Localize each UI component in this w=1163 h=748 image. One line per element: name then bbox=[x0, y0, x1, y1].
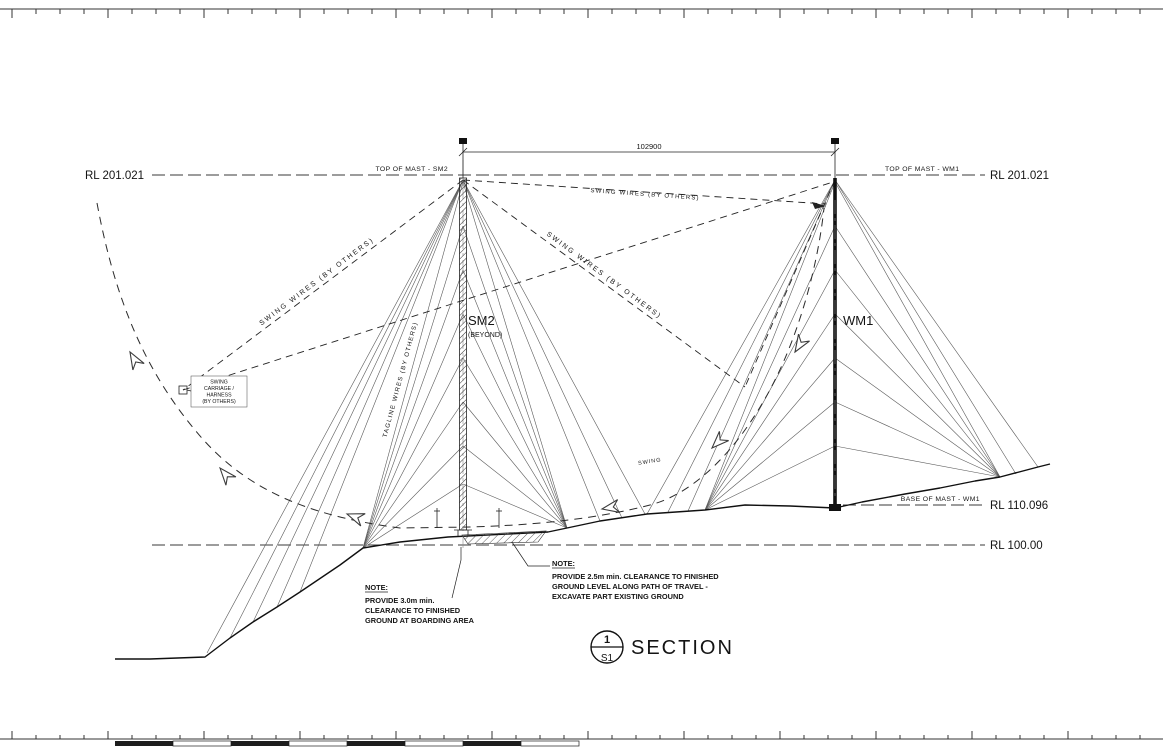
ground-profile bbox=[115, 463, 1051, 660]
swing-wire-arrowhead bbox=[812, 202, 826, 209]
note2-line1: PROVIDE 2.5m min. CLEARANCE TO FINISHED bbox=[552, 572, 719, 581]
arrow-icon bbox=[706, 430, 730, 454]
rl-201-left-label: RL 201.021 bbox=[85, 170, 144, 182]
section-title: 1 S1 SECTION bbox=[590, 630, 734, 664]
swing-wires-left-label: SWING WIRES (BY OTHERS) bbox=[258, 236, 375, 327]
detail-sheet-ref: S1 bbox=[601, 653, 614, 664]
note2-line2: GROUND LEVEL ALONG PATH OF TRAVEL - bbox=[552, 582, 708, 591]
rl-110-label: RL 110.096 bbox=[990, 500, 1048, 512]
mast-sm2: SM2 (BEYOND) bbox=[434, 138, 502, 548]
carriage-label-line2: CARRIAGE / bbox=[204, 386, 235, 392]
excavation-hatch bbox=[461, 530, 547, 545]
sm2-label: SM2 bbox=[468, 313, 495, 328]
wm1-label: WM1 bbox=[843, 313, 873, 328]
sheet-ruler-bottom bbox=[0, 731, 1163, 747]
swing-wires-right-label: SWING WIRES (BY OTHERS) bbox=[545, 231, 663, 321]
swing-wires bbox=[178, 179, 836, 395]
mast-wm1: WM1 bbox=[829, 138, 873, 511]
note1-line3: GROUND AT BOARDING AREA bbox=[365, 616, 475, 625]
arrow-icon bbox=[788, 333, 811, 356]
note2-heading: NOTE: bbox=[552, 559, 575, 568]
sm2-sublabel: (BEYOND) bbox=[468, 332, 502, 339]
note2-line3: EXCAVATE PART EXISTING GROUND bbox=[552, 592, 684, 601]
note-2: NOTE: PROVIDE 2.5m min. CLEARANCE TO FIN… bbox=[511, 541, 719, 601]
swing-path-arc bbox=[96, 202, 825, 529]
carriage-label-line1: SWING bbox=[210, 380, 228, 386]
base-of-mast-wm1-label: BASE OF MAST - WM1 bbox=[901, 496, 980, 503]
rl-100-label: RL 100.00 bbox=[990, 540, 1043, 552]
top-of-mast-wm1-label: TOP OF MAST - WM1 bbox=[885, 166, 959, 173]
arrow-icon bbox=[214, 463, 237, 486]
arrow-icon bbox=[123, 348, 145, 371]
sm2-top-flag-icon bbox=[459, 138, 467, 144]
section-title-text: SECTION bbox=[631, 637, 734, 659]
note1-line2: CLEARANCE TO FINISHED bbox=[365, 606, 461, 615]
carriage-label-line3: HARNESS bbox=[206, 393, 232, 399]
detail-number: 1 bbox=[604, 634, 610, 646]
top-of-mast-sm2-label: TOP OF MAST - SM2 bbox=[375, 166, 448, 173]
note1-heading: NOTE: bbox=[365, 583, 388, 592]
reference-levels: RL 201.021 RL 201.021 TOP OF MAST - SM2 … bbox=[85, 166, 1049, 552]
carriage-label-line4: (BY OTHERS) bbox=[202, 399, 236, 405]
guy-wires bbox=[206, 179, 1039, 654]
wm1-top-flag-icon bbox=[831, 138, 839, 144]
swing-carriage-label: SWING CARRIAGE / HARNESS (BY OTHERS) bbox=[186, 375, 248, 408]
note-1: NOTE: PROVIDE 3.0m min. CLEARANCE TO FIN… bbox=[365, 547, 475, 625]
sm2-lattice bbox=[459, 177, 467, 531]
sheet-ruler-top bbox=[0, 8, 1163, 18]
span-dimension-text: 102900 bbox=[636, 142, 661, 151]
swing-small-label: SWING bbox=[638, 457, 662, 467]
wm1-base-plate bbox=[829, 504, 841, 511]
scale-bar bbox=[115, 740, 580, 747]
note1-line1: PROVIDE 3.0m min. bbox=[365, 596, 434, 605]
direction-arrows bbox=[123, 333, 811, 527]
rl-201-right-label: RL 201.021 bbox=[990, 170, 1049, 182]
swing-wires-top-label: SWING WIRES (BY OTHERS) bbox=[590, 188, 700, 202]
arrow-icon bbox=[344, 507, 366, 527]
span-dimension: 102900 bbox=[458, 142, 840, 157]
